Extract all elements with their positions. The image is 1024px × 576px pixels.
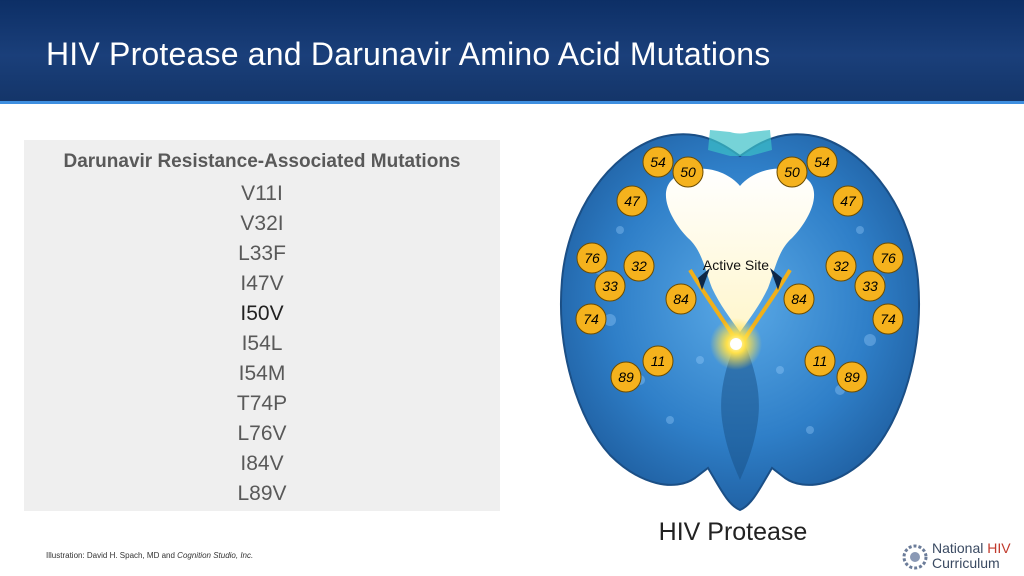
- mutation-item: I54L: [241, 332, 283, 355]
- active-site-cavity: [665, 168, 815, 332]
- svg-text:33: 33: [862, 278, 878, 294]
- residue-marker: 32: [623, 250, 655, 282]
- svg-text:76: 76: [880, 250, 896, 266]
- svg-text:89: 89: [844, 369, 860, 385]
- svg-text:54: 54: [650, 154, 666, 170]
- logo-word-national: National: [932, 540, 988, 556]
- logo-text: National HIV Curriculum: [932, 541, 1011, 571]
- residue-marker: 54: [642, 146, 674, 178]
- residue-marker: 32: [825, 250, 857, 282]
- residue-marker: 89: [610, 361, 642, 393]
- svg-text:11: 11: [813, 353, 828, 369]
- residue-marker: 50: [672, 156, 704, 188]
- residue-marker: 76: [872, 242, 904, 274]
- mutation-item: L76V: [237, 422, 287, 445]
- national-hiv-curriculum-logo: National HIV Curriculum: [902, 540, 1020, 574]
- svg-text:50: 50: [784, 164, 800, 180]
- residue-marker: 89: [836, 361, 868, 393]
- residue-marker: 84: [665, 283, 697, 315]
- residue-marker: 11: [642, 345, 674, 377]
- mutation-item: V32I: [240, 212, 284, 235]
- svg-text:33: 33: [602, 278, 618, 294]
- residue-marker: 11: [804, 345, 836, 377]
- mutation-item: I50V: [240, 302, 284, 325]
- svg-text:47: 47: [840, 193, 857, 209]
- svg-text:54: 54: [814, 154, 830, 170]
- credit-text: Illustration: David H. Spach, MD and: [46, 551, 178, 560]
- svg-text:32: 32: [833, 258, 849, 274]
- mutation-item: V11I: [241, 182, 283, 205]
- flap-highlight: [708, 130, 772, 156]
- header-accent-line: [0, 101, 1024, 104]
- header-bar: [0, 0, 1024, 101]
- residue-marker: 76: [576, 242, 608, 274]
- mutation-list: V11I V32I L33F I47V I50V I54L I54M T74P …: [24, 179, 500, 509]
- logo-gear-icon: [902, 544, 928, 570]
- residue-marker: 84: [783, 283, 815, 315]
- residue-marker: 33: [854, 270, 886, 302]
- svg-text:84: 84: [673, 291, 689, 307]
- credit-studio: Cognition Studio, Inc.: [177, 551, 254, 560]
- svg-text:74: 74: [583, 311, 599, 327]
- active-site-arrow-right: [770, 268, 782, 290]
- active-site-core: [730, 338, 742, 350]
- logo-word-curriculum: Curriculum: [932, 555, 1000, 571]
- protease-illustration: Active Site 54 50 50 54 47 47 76 32 32 7…: [560, 130, 920, 512]
- residue-marker: 47: [832, 185, 864, 217]
- svg-text:84: 84: [791, 291, 807, 307]
- residue-marker: 33: [594, 270, 626, 302]
- active-site-arrow-left: [698, 268, 710, 290]
- mutation-item: L33F: [238, 242, 286, 265]
- residue-marker: 54: [806, 146, 838, 178]
- residue-marker: 74: [575, 303, 607, 335]
- svg-text:76: 76: [584, 250, 600, 266]
- mutation-item: L89V: [237, 482, 287, 505]
- residue-marker: 50: [776, 156, 808, 188]
- mutation-item: I84V: [240, 452, 284, 475]
- panel-heading: Darunavir Resistance-Associated Mutation…: [63, 151, 461, 172]
- svg-text:74: 74: [880, 311, 896, 327]
- slide-title: HIV Protease and Darunavir Amino Acid Mu…: [46, 36, 771, 72]
- logo-word-hiv: HIV: [987, 540, 1011, 556]
- mutations-panel: Darunavir Resistance-Associated Mutation…: [24, 140, 500, 511]
- illustration-credit: Illustration: David H. Spach, MD and Cog…: [46, 551, 253, 560]
- svg-text:50: 50: [680, 164, 696, 180]
- mutation-item: I47V: [240, 272, 284, 295]
- diagram-caption: HIV Protease: [658, 518, 808, 546]
- svg-text:11: 11: [651, 353, 666, 369]
- residue-marker: 47: [616, 185, 648, 217]
- mutation-item: T74P: [236, 392, 288, 415]
- svg-text:47: 47: [624, 193, 641, 209]
- svg-text:32: 32: [631, 258, 647, 274]
- svg-text:89: 89: [618, 369, 634, 385]
- mutation-item: I54M: [238, 362, 286, 385]
- residue-marker: 74: [872, 303, 904, 335]
- active-site-label: Active Site: [703, 257, 769, 273]
